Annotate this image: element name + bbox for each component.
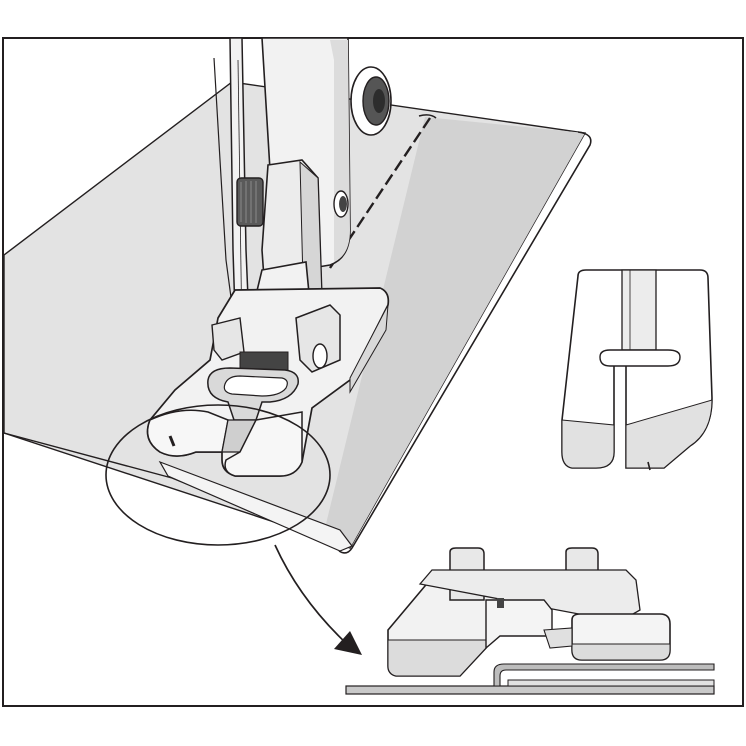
presser-foot-sole [146,287,390,477]
shank-bolt-icon [350,66,392,136]
foot-screw [236,177,264,227]
foot-side-view [345,547,715,695]
folded-fabric-edge [338,114,592,554]
detail-magnifier-circle [105,404,331,546]
foot-top-view [561,269,713,471]
fabric-fold-shade [325,117,585,548]
detail-arrow [274,544,362,655]
fabric-cross-section [345,685,715,695]
side-screw-icon [333,190,349,218]
stitch-line [329,117,431,269]
frame-border [2,37,744,707]
fabric-hem-strip [158,460,353,552]
